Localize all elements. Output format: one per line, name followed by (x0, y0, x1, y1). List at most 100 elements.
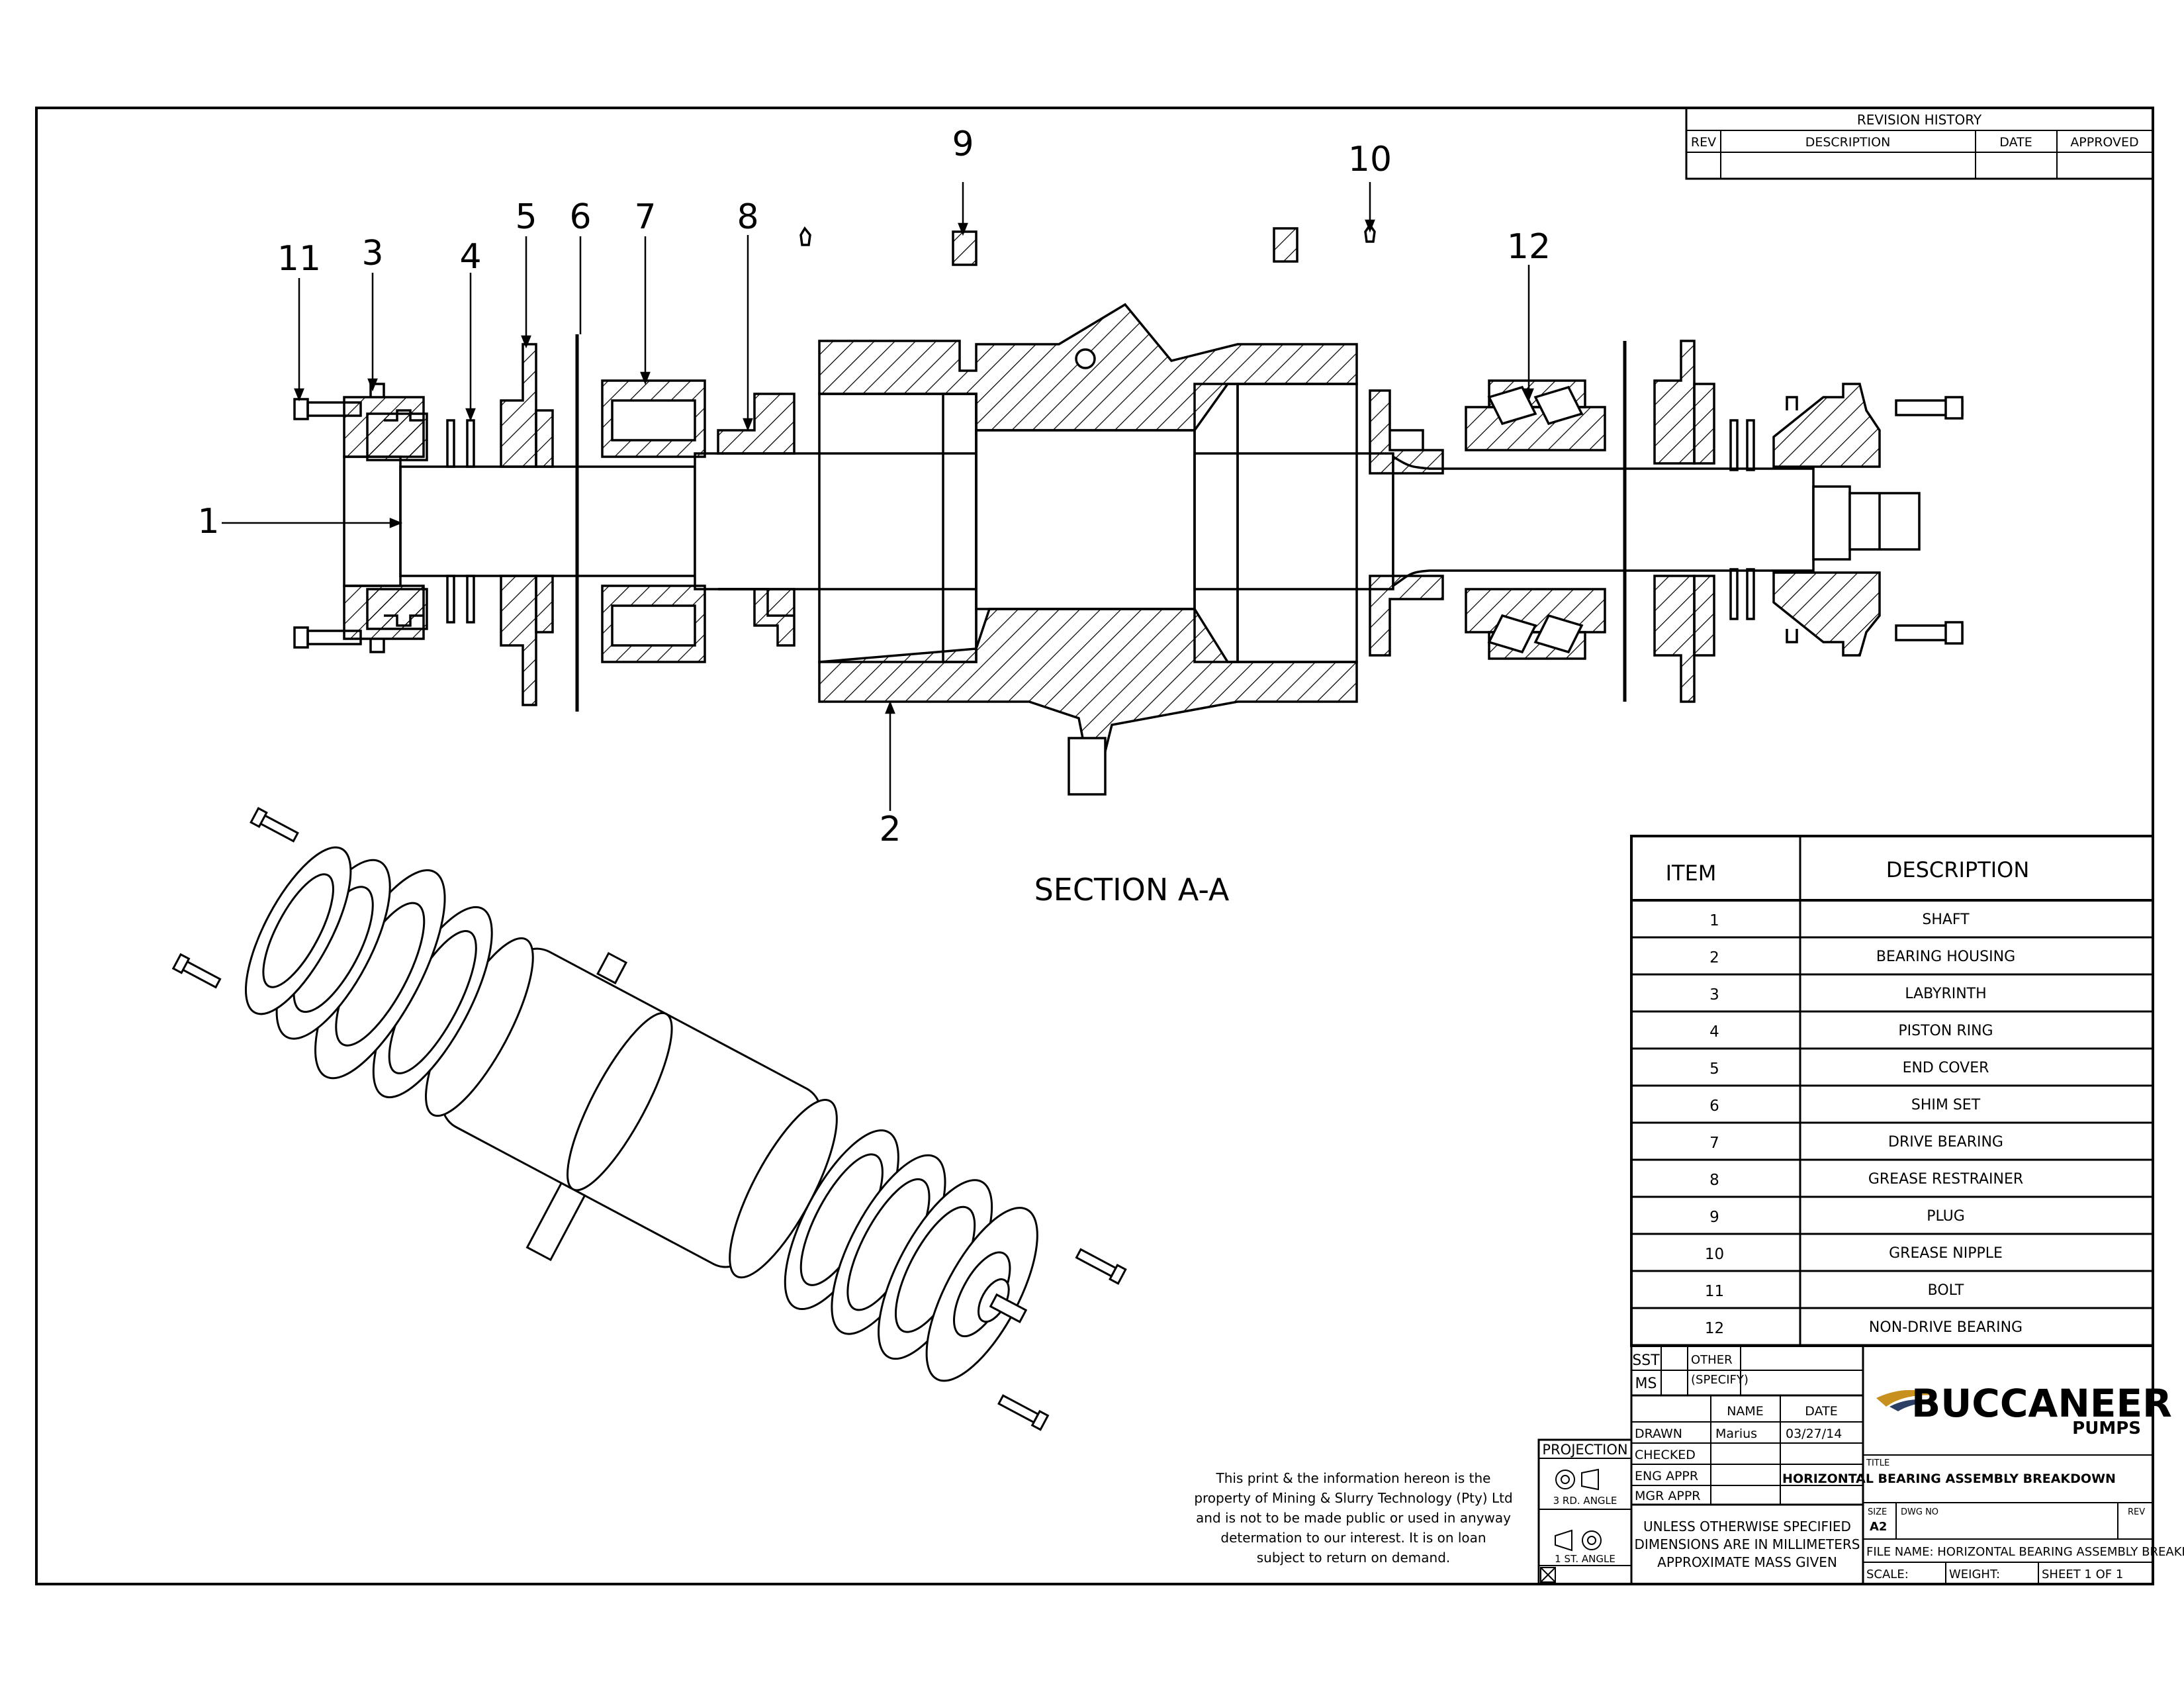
eng-appr-label: ENG APPR (1635, 1469, 1698, 1483)
bom-item-number: 1 (1709, 912, 1719, 929)
material-other: OTHER (1691, 1353, 1733, 1367)
disclaimer-line-4: determation to our interest. It is on lo… (1220, 1530, 1486, 1546)
bom-item-description: DRIVE BEARING (1888, 1134, 2003, 1150)
bom-item-number: 2 (1709, 949, 1719, 966)
disclaimer: This print & the information hereon is t… (1194, 1470, 1512, 1566)
balloon-11: 11 (277, 239, 321, 279)
checked-label: CHECKED (1635, 1448, 1696, 1462)
approvals-date-header: DATE (1805, 1404, 1837, 1419)
bom-item-description: PLUG (1927, 1208, 1965, 1225)
balloon-2: 2 (879, 810, 901, 849)
bom-item-number: 12 (1705, 1320, 1724, 1337)
notes-line-3: APPROXIMATE MASS GIVEN (1657, 1554, 1837, 1570)
shaft-left-section (399, 465, 696, 577)
section-view (293, 222, 1964, 796)
title-block-text: SST MS OTHER (SPECIFY) NAME DATE DRAWN M… (1542, 1352, 2184, 1581)
bom-item-number: 7 (1709, 1135, 1719, 1152)
balloon-5: 5 (515, 197, 537, 237)
weight-label: WEIGHT: (1949, 1568, 2000, 1581)
balloon-9: 9 (952, 124, 974, 164)
size-label: SIZE (1868, 1507, 1887, 1517)
bom-item-description: END COVER (1903, 1060, 1989, 1076)
balloon-leaders (222, 182, 1534, 811)
material-specify: (SPECIFY) (1691, 1373, 1749, 1387)
title-block (1537, 1344, 2154, 1585)
bom-rows: 1 SHAFT 2 BEARING HOUSING 3 LABYRINTH 4 PISTON … (1631, 912, 2153, 1346)
bom-item-description: GREASE NIPPLE (1889, 1245, 2003, 1262)
balloon-labels: 1 2 3 4 5 6 7 8 9 10 11 12 (197, 124, 1551, 849)
balloon-4: 4 (459, 237, 481, 277)
disclaimer-line-5: subject to return on demand. (1257, 1550, 1451, 1566)
size-value: A2 (1870, 1520, 1887, 1534)
logo-swoosh-icon (1876, 1389, 1936, 1407)
shaft-right-mid (1193, 452, 1394, 590)
drawing-title: HORIZONTAL BEARING ASSEMBLY BREAKDOWN (1782, 1472, 2116, 1486)
bom-item-description: BEARING HOUSING (1876, 949, 2015, 965)
bom-item-description: SHAFT (1922, 912, 1970, 928)
first-angle-label: 1 ST. ANGLE (1555, 1553, 1615, 1565)
balloon-8: 8 (737, 197, 758, 237)
company-logo: BUCCANEER PUMPS (1876, 1381, 2172, 1438)
bom-item-description: BOLT (1928, 1282, 1964, 1299)
bearing-housing-bottom (818, 608, 1358, 753)
approved-col-header: APPROVED (2070, 135, 2138, 150)
disclaimer-line-2: property of Mining & Slurry Technology (… (1194, 1490, 1512, 1506)
rev-col-header: REV (1691, 135, 1716, 150)
bom-item-number: 9 (1709, 1209, 1719, 1226)
notes-line-1: UNLESS OTHERWISE SPECIFIED (1643, 1519, 1851, 1534)
sheet-label: SHEET 1 OF 1 (2042, 1568, 2123, 1581)
bom-item-description: NON-DRIVE BEARING (1869, 1319, 2023, 1336)
bom-item-description: PISTON RING (1898, 1023, 1993, 1039)
shaft-right-taper (1392, 454, 1815, 588)
material-sst: SST (1632, 1352, 1660, 1369)
rev-label: REV (2128, 1507, 2145, 1517)
bom-item-number: 5 (1709, 1060, 1719, 1078)
notes-line-2: DIMENSIONS ARE IN MILLIMETERS (1635, 1536, 1860, 1552)
disclaimer-line-3: and is not to be made public or used in … (1196, 1510, 1511, 1526)
date-col-header: DATE (1999, 135, 2032, 150)
bom-item-number: 8 (1709, 1172, 1719, 1189)
bom-header-item: ITEM (1666, 861, 1717, 886)
drawn-name: Marius (1715, 1427, 1757, 1441)
bolt-top-left (293, 398, 309, 420)
bom-header-description: DESCRIPTION (1886, 857, 2030, 882)
title-label: TITLE (1866, 1458, 1889, 1468)
file-name: FILE NAME: HORIZONTAL BEARING ASSEMBLY B… (1866, 1545, 2184, 1559)
bolt-bottom-left (293, 626, 309, 649)
shaft-mid-section (694, 452, 978, 590)
balloon-1: 1 (197, 502, 219, 541)
balloon-6: 6 (569, 197, 591, 237)
bom-item-description: LABYRINTH (1905, 986, 1986, 1002)
company-name: BUCCANEER (1911, 1381, 2172, 1426)
bom-item-number: 3 (1709, 986, 1719, 1004)
balloon-3: 3 (361, 234, 383, 273)
drawn-date: 03/27/14 (1786, 1427, 1842, 1441)
balloon-10: 10 (1348, 140, 1392, 179)
revision-history-table: REVISION HISTORY REV DESCRIPTION DATE AP… (1685, 107, 2154, 180)
bom-item-description: GREASE RESTRAINER (1868, 1171, 2023, 1188)
bom-item-number: 11 (1705, 1283, 1724, 1300)
balloon-12: 12 (1507, 227, 1551, 267)
shaft-end-cap (1848, 492, 1921, 551)
approvals-name-header: NAME (1727, 1404, 1764, 1419)
drawn-label: DRAWN (1635, 1427, 1682, 1441)
bom-table: ITEM DESCRIPTION 1 SHAFT 2 BEARING HOUSING 3… (1630, 835, 2154, 1347)
projection-title: PROJECTION (1542, 1442, 1627, 1458)
mgr-appr-label: MGR APPR (1635, 1489, 1700, 1503)
third-angle-label: 3 RD. ANGLE (1553, 1495, 1617, 1507)
shaft-bearing-seat (975, 429, 1196, 610)
material-ms: MS (1635, 1376, 1657, 1392)
bom-item-number: 10 (1705, 1246, 1724, 1263)
isometric-view (171, 807, 1127, 1431)
bom-item-number: 6 (1709, 1098, 1719, 1115)
section-label: SECTION A-A (1034, 872, 1230, 908)
disclaimer-line-1: This print & the information hereon is t… (1216, 1470, 1491, 1486)
scale-label: SCALE: (1866, 1568, 1909, 1581)
revision-history-title: REVISION HISTORY (1857, 112, 1982, 128)
bom-item-number: 4 (1709, 1023, 1719, 1041)
company-sub: PUMPS (2072, 1419, 2141, 1438)
balloon-7: 7 (634, 197, 656, 237)
bom-item-description: SHIM SET (1911, 1097, 1981, 1113)
dwg-no-label: DWG NO (1901, 1507, 1938, 1517)
